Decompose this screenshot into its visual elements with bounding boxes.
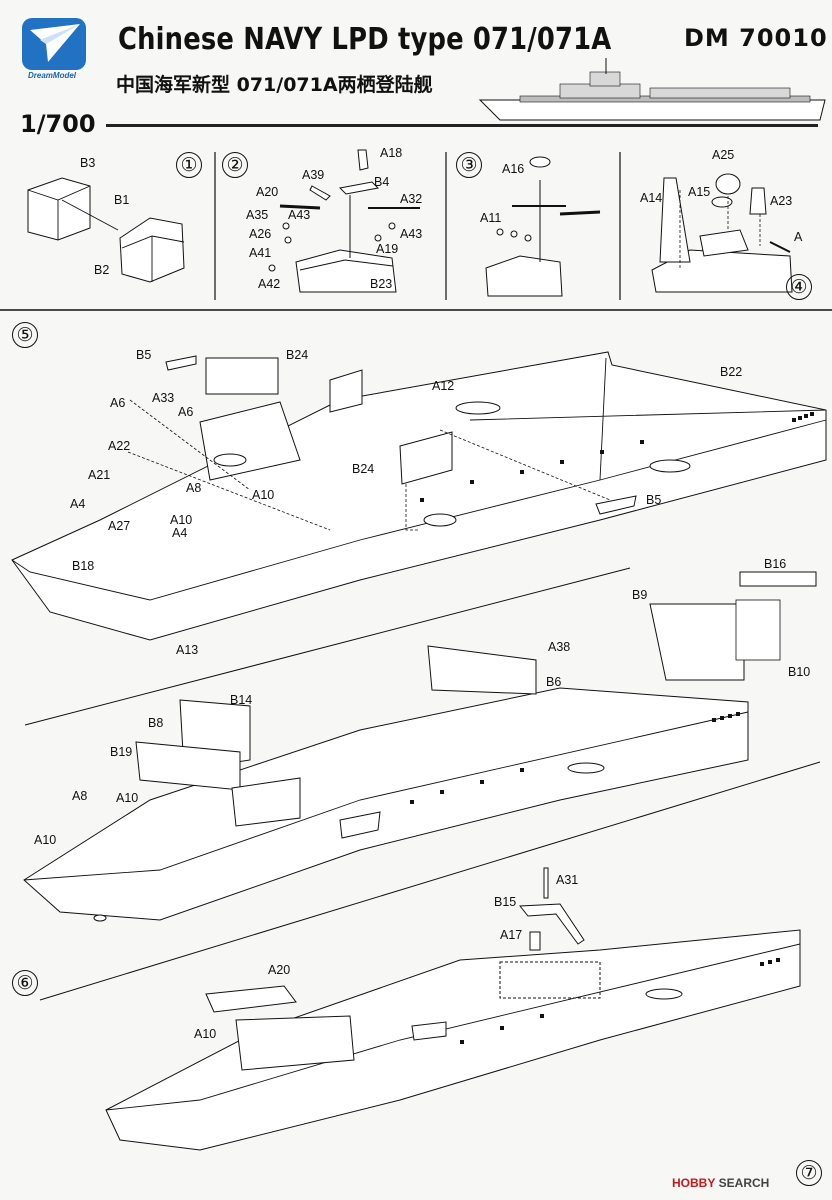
part-label: A27 (108, 519, 131, 533)
step-4-marker: ④ (786, 274, 812, 300)
part-label: A8 (72, 789, 88, 803)
part-label: A13 (176, 643, 199, 657)
part-label: B6 (546, 675, 562, 689)
part-label: A17 (500, 928, 523, 942)
part-label: B15 (494, 895, 517, 909)
part-label: B4 (374, 175, 390, 189)
part-label: A39 (302, 168, 325, 182)
part-label: A10 (194, 1027, 217, 1041)
part-label: A38 (548, 640, 571, 654)
part-label: B24 (352, 462, 375, 476)
part-label: B2 (94, 263, 110, 277)
watermark-rest: SEARCH (715, 1176, 770, 1190)
scale-label: 1/700 (20, 110, 96, 138)
step-1-marker: ① (176, 152, 202, 178)
part-label: A4 (172, 526, 188, 540)
part-label: B8 (148, 716, 164, 730)
part-label: B14 (230, 693, 253, 707)
part-label: A33 (152, 391, 175, 405)
brand-name: DreamModel (28, 71, 77, 80)
part-label: A42 (258, 277, 281, 291)
step1-diagram (27, 177, 185, 283)
part-label: A41 (249, 246, 272, 260)
page-title: Chinese NAVY LPD type 071/071A (118, 22, 612, 57)
part-label: B24 (286, 348, 309, 362)
watermark-brand: HOBBY (672, 1176, 716, 1190)
part-label: B23 (370, 277, 393, 291)
part-label: A10 (252, 488, 275, 502)
part-label: A23 (770, 194, 793, 208)
part-label: A18 (380, 146, 403, 160)
part-label: A20 (256, 185, 279, 199)
part-label: A10 (170, 513, 193, 527)
part-label: B3 (80, 156, 96, 170)
part-label: A14 (640, 191, 663, 205)
step3-diagram (485, 156, 601, 297)
chinese-subtitle: 中国海军新型 071/071A两栖登陆舰 (116, 74, 433, 96)
step5b-hull (23, 571, 817, 922)
part-label: A19 (376, 242, 399, 256)
step-6-marker: ⑥ (12, 970, 38, 996)
part-label: B16 (764, 557, 787, 571)
part-label: B5 (646, 493, 662, 507)
step-2-marker: ② (222, 152, 248, 178)
step6-hull (105, 867, 801, 1151)
part-label: A22 (108, 439, 131, 453)
step2-diagram (268, 149, 420, 293)
portholes (410, 412, 814, 1044)
part-label: A16 (502, 162, 525, 176)
product-code: DM 70010 (684, 24, 828, 52)
part-label: A25 (712, 148, 735, 162)
step-7-marker: ⑦ (796, 1160, 822, 1186)
part-label: B18 (72, 559, 95, 573)
part-label: A11 (480, 211, 502, 225)
part-label: A4 (70, 497, 86, 511)
step-3-marker: ③ (456, 152, 482, 178)
header-rule (106, 124, 818, 127)
part-label: A21 (88, 468, 111, 482)
part-label: A43 (400, 227, 423, 241)
part-label: B9 (632, 588, 648, 602)
part-label: B1 (114, 193, 130, 207)
step-5-marker: ⑤ (12, 322, 38, 348)
part-label: B19 (110, 745, 133, 759)
part-label: A8 (186, 481, 202, 495)
part-label: B10 (788, 665, 811, 679)
part-label: B22 (720, 365, 743, 379)
part-label: A35 (246, 208, 269, 222)
part-label: A (794, 230, 803, 244)
part-label: A32 (400, 192, 423, 206)
part-label: B5 (136, 348, 152, 362)
part-label: A20 (268, 963, 291, 977)
part-label: A43 (288, 208, 311, 222)
part-label: A26 (249, 227, 272, 241)
part-label: A6 (110, 396, 126, 410)
part-label: A31 (556, 873, 579, 887)
part-label: A10 (116, 791, 139, 805)
hobbysearch-watermark: HOBBY SEARCH (672, 1176, 769, 1190)
part-label: A12 (432, 379, 455, 393)
part-label: A6 (178, 405, 194, 419)
part-label: A15 (688, 185, 711, 199)
part-label: A10 (34, 833, 57, 847)
step5-hull (11, 351, 827, 641)
step4-diagram (651, 173, 793, 293)
